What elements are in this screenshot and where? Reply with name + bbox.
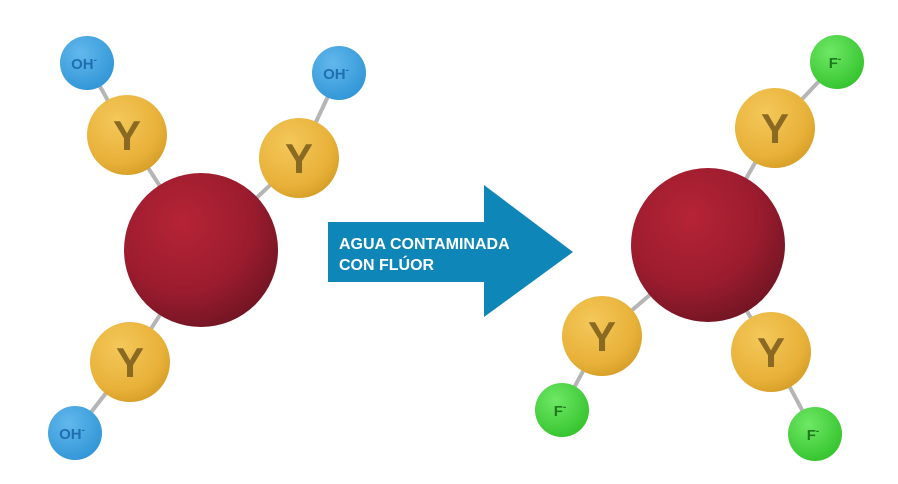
molecule-before: Y Y Y OH- OH- OH- bbox=[48, 36, 366, 460]
y-node-label: Y bbox=[113, 112, 141, 159]
fluoride-node: F- bbox=[810, 35, 864, 89]
fluoride-node: F- bbox=[535, 383, 589, 437]
y-node: Y bbox=[562, 296, 642, 376]
hydroxide-label: OH- bbox=[59, 425, 85, 443]
y-node-label: Y bbox=[761, 105, 789, 152]
reaction-arrow: AGUA CONTAMINADA CON FLÚOR bbox=[328, 185, 573, 317]
y-node: Y bbox=[735, 88, 815, 168]
fluoride-label: F- bbox=[807, 426, 820, 444]
hydroxide-node: OH- bbox=[60, 36, 114, 90]
fluoride-label: F- bbox=[554, 402, 567, 420]
y-node: Y bbox=[87, 95, 167, 175]
arrow-label-line2: CON FLÚOR bbox=[339, 255, 435, 274]
hydroxide-node: OH- bbox=[312, 46, 366, 100]
hydroxide-label: OH- bbox=[323, 65, 349, 83]
y-node-label: Y bbox=[285, 135, 313, 182]
fluoride-label: F- bbox=[829, 54, 842, 72]
y-node-label: Y bbox=[588, 313, 616, 360]
fluoride-node: F- bbox=[788, 407, 842, 461]
arrow-shape bbox=[328, 185, 573, 317]
hydroxide-node: OH- bbox=[48, 406, 102, 460]
center-atom bbox=[124, 173, 278, 327]
arrow-label-line1: AGUA CONTAMINADA bbox=[339, 236, 510, 253]
y-node: Y bbox=[259, 118, 339, 198]
y-node: Y bbox=[90, 322, 170, 402]
molecule-after: Y Y Y F- F- F- bbox=[535, 35, 864, 461]
y-node: Y bbox=[731, 312, 811, 392]
y-node-label: Y bbox=[116, 339, 144, 386]
hydroxide-label: OH- bbox=[71, 55, 97, 73]
y-node-label: Y bbox=[757, 329, 785, 376]
center-atom bbox=[631, 168, 785, 322]
